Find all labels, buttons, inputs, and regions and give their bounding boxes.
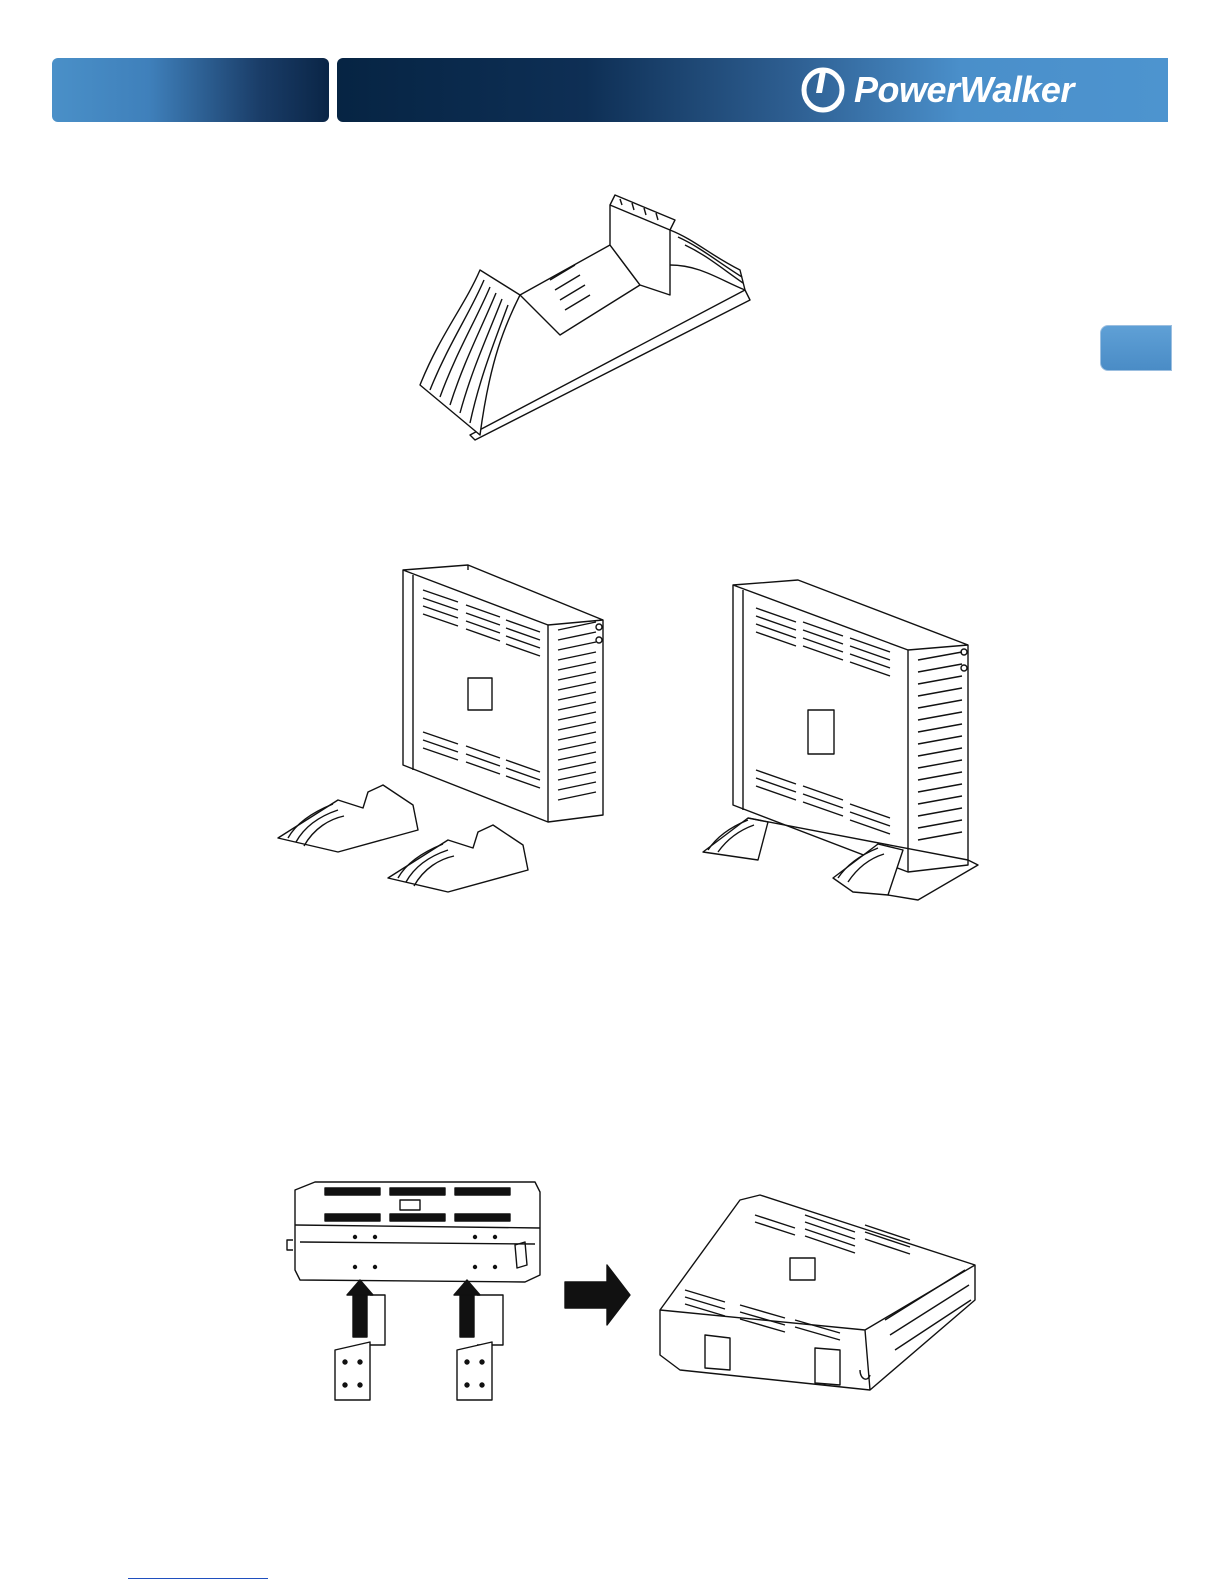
chapter-side-tab — [1100, 325, 1172, 371]
stand-icon — [410, 185, 755, 440]
tower-left — [403, 565, 603, 822]
rack-ups-icon — [285, 1170, 985, 1405]
powerwalker-logo-icon — [800, 67, 846, 113]
header-left-bar — [52, 58, 329, 122]
tower-right — [703, 580, 978, 900]
bracket-right — [454, 1280, 503, 1400]
right-arrow-icon — [565, 1265, 630, 1325]
rack-left-ups — [287, 1182, 540, 1282]
rack-right-ups — [660, 1195, 975, 1390]
loose-stand-b — [388, 825, 528, 892]
brand-name: PowerWalker — [854, 69, 1074, 111]
loose-stand-a — [278, 785, 418, 852]
bracket-left — [335, 1280, 385, 1400]
footer-link[interactable] — [128, 1558, 268, 1579]
brand-logo: PowerWalker — [800, 60, 1160, 120]
tower-ups-icon — [278, 560, 998, 905]
